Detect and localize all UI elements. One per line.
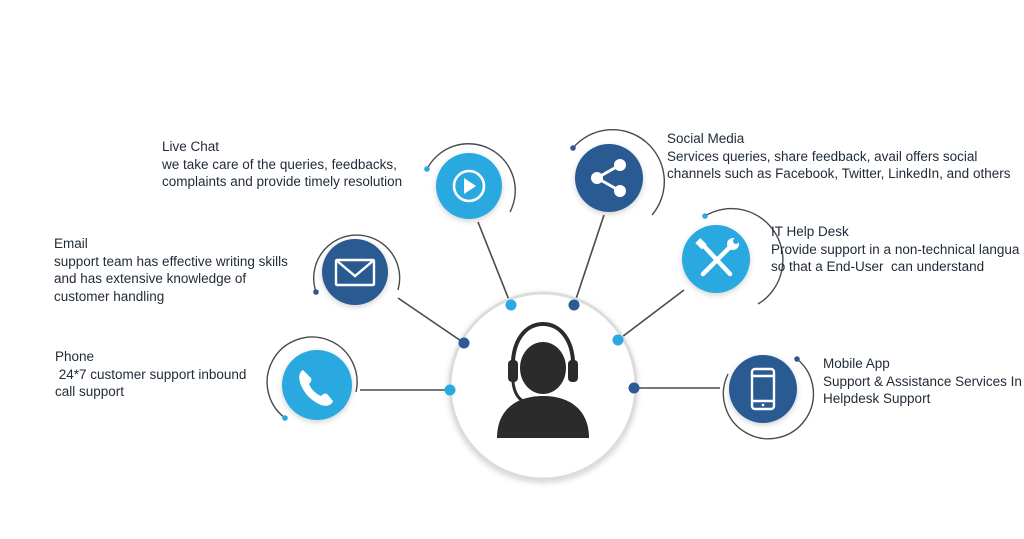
label-social-media: Social Media Services queries, share fee… <box>667 130 1010 183</box>
node-email <box>313 234 401 305</box>
connector-email <box>397 297 465 344</box>
label-mobile-app: Mobile App Support & Assistance Services… <box>823 355 1022 408</box>
channel-description: Provide support in a non-technical langu… <box>771 241 1020 275</box>
envelope-icon <box>334 258 376 287</box>
channel-description: we take care of the queries, feedbacks, … <box>162 156 403 190</box>
hub-dot-social <box>568 299 580 311</box>
label-phone: Phone 24*7 customer support inbound call… <box>55 348 246 401</box>
channel-description: Support & Assistance Services In Helpdes… <box>823 373 1022 407</box>
label-live-chat: Live Chat we take care of the queries, f… <box>162 138 402 191</box>
headset-agent-icon <box>497 321 589 438</box>
node-phone <box>266 336 358 421</box>
channel-title: IT Help Desk <box>771 224 849 239</box>
connector-lines <box>360 214 720 391</box>
hub-dot-mobile <box>628 382 640 394</box>
label-it-help-desk: IT Help Desk Provide support in a non-te… <box>771 223 1019 276</box>
channel-title: Phone <box>55 349 95 364</box>
channel-title: Live Chat <box>162 139 220 154</box>
node-ithelp <box>682 207 784 305</box>
connector-social <box>573 214 605 306</box>
hub-dot-email <box>458 337 470 349</box>
channel-description: 24*7 customer support inbound call suppo… <box>55 366 247 400</box>
node-live-chat <box>424 143 516 219</box>
hub-dot-live-chat <box>505 299 517 311</box>
channel-title: Email <box>54 236 88 251</box>
channel-description: Services queries, share feedback, avail … <box>667 148 1011 182</box>
channel-description: support team has effective writing skill… <box>54 253 288 304</box>
hub-dot-phone <box>444 384 456 396</box>
label-email: Email support team has effective writing… <box>54 235 288 305</box>
play-icon <box>452 169 486 203</box>
smartphone-icon <box>750 367 776 411</box>
channel-title: Social Media <box>667 131 745 146</box>
channel-title: Mobile App <box>823 356 890 371</box>
hub-dot-ithelp <box>612 334 624 346</box>
center-hub <box>448 291 638 481</box>
connector-live-chat <box>477 221 512 306</box>
tools-icon <box>695 238 739 277</box>
node-mobile <box>722 355 815 440</box>
share-icon <box>591 159 626 197</box>
phone-icon <box>299 370 333 406</box>
hub-dots <box>444 299 640 396</box>
connector-ithelp <box>617 289 685 341</box>
node-social <box>570 129 665 216</box>
